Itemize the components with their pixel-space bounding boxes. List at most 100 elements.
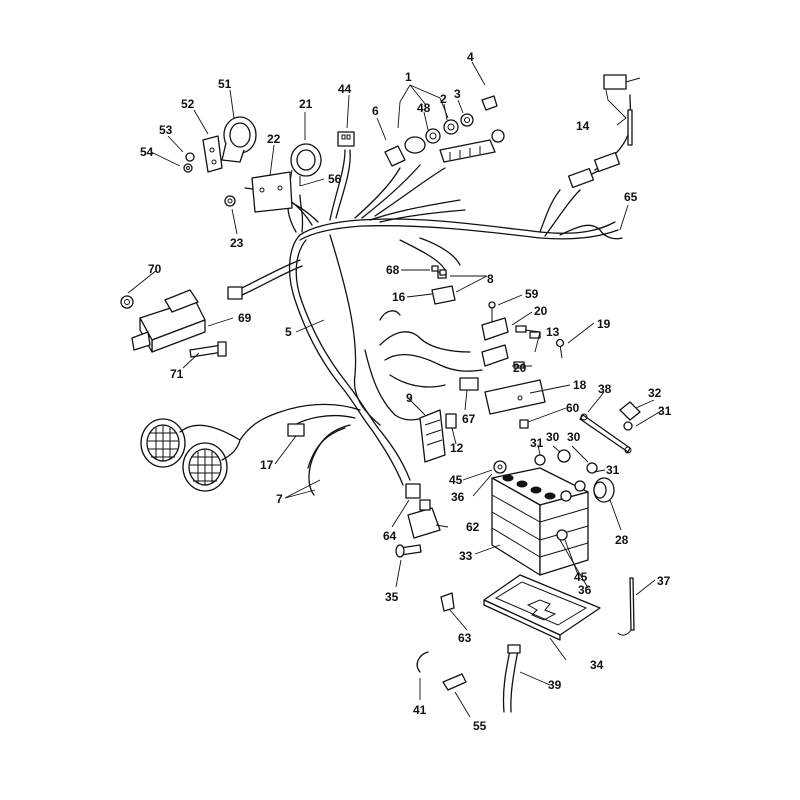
callout-59: 59 bbox=[525, 287, 539, 301]
callout-4: 4 bbox=[467, 50, 474, 64]
hold-down-rod-part-37 bbox=[617, 577, 635, 636]
nut-part-60 bbox=[519, 419, 529, 429]
connector-plug-left bbox=[227, 286, 243, 300]
callout-67: 67 bbox=[462, 412, 476, 426]
callout-48: 48 bbox=[417, 101, 431, 115]
callout-20-upper: 20 bbox=[534, 304, 548, 318]
main-wiring-harness bbox=[237, 94, 632, 496]
callout-62: 62 bbox=[466, 520, 480, 534]
callout-71: 71 bbox=[170, 367, 184, 381]
callout-numbers: 1 2 3 4 5 6 7 8 9 12 13 14 16 17 18 19 2… bbox=[140, 50, 672, 733]
ammeter-gauge-part-21 bbox=[289, 143, 322, 186]
connector-part-64 bbox=[405, 483, 421, 499]
callout-65: 65 bbox=[624, 190, 638, 204]
callout-32: 32 bbox=[648, 386, 662, 400]
switch-part-20-lower bbox=[481, 344, 509, 367]
terminal-nut-part-70 bbox=[120, 295, 134, 309]
screw-part-59 bbox=[488, 301, 496, 322]
gauge-bracket-part-22 bbox=[251, 171, 293, 213]
wing-nut-part-32 bbox=[619, 401, 641, 431]
callout-3: 3 bbox=[454, 87, 461, 101]
callout-45-left: 45 bbox=[449, 473, 463, 487]
callout-28: 28 bbox=[615, 533, 629, 547]
headlight-right bbox=[182, 442, 228, 492]
callout-21: 21 bbox=[299, 97, 313, 111]
callout-63: 63 bbox=[458, 631, 472, 645]
clamp-part-41 bbox=[416, 651, 429, 673]
harness-connectors-right bbox=[567, 74, 641, 189]
callout-8: 8 bbox=[487, 272, 494, 286]
callout-36-left: 36 bbox=[451, 490, 465, 504]
connector-part-44 bbox=[337, 131, 355, 147]
callout-68: 68 bbox=[386, 263, 400, 277]
connector-part-67 bbox=[459, 377, 479, 391]
clip-part-55 bbox=[442, 673, 467, 691]
screw-part-19 bbox=[555, 338, 565, 359]
ignition-switch-assembly bbox=[384, 95, 505, 167]
switch-part-8 bbox=[431, 271, 456, 305]
headlight-left bbox=[140, 418, 186, 468]
callout-54: 54 bbox=[140, 145, 154, 159]
washer-part-53 bbox=[185, 152, 195, 162]
callout-30-left: 30 bbox=[546, 430, 560, 444]
screw-part-23 bbox=[224, 195, 236, 207]
callout-6: 6 bbox=[372, 104, 379, 118]
callout-56: 56 bbox=[328, 172, 342, 186]
callout-17: 17 bbox=[260, 458, 274, 472]
callout-14: 14 bbox=[576, 119, 590, 133]
hour-meter-part-51 bbox=[221, 116, 257, 163]
callout-19: 19 bbox=[597, 317, 611, 331]
callout-23: 23 bbox=[230, 236, 244, 250]
callout-38: 38 bbox=[598, 382, 612, 396]
vent-tube-part-39 bbox=[502, 644, 521, 713]
switch-part-20-upper bbox=[481, 317, 509, 341]
callout-5: 5 bbox=[285, 325, 292, 339]
callout-52: 52 bbox=[181, 97, 195, 111]
callout-69: 69 bbox=[238, 311, 252, 325]
callout-2: 2 bbox=[440, 92, 447, 106]
callout-35: 35 bbox=[385, 590, 399, 604]
mounting-plate-part-18 bbox=[484, 379, 546, 415]
connector-part-17 bbox=[287, 423, 305, 437]
callout-31-right: 31 bbox=[606, 463, 620, 477]
connector-part-12 bbox=[445, 413, 457, 429]
callout-64: 64 bbox=[383, 529, 397, 543]
battery-part-33 bbox=[491, 467, 589, 576]
callout-30-right: 30 bbox=[567, 430, 581, 444]
callout-41: 41 bbox=[413, 703, 427, 717]
leader-lines bbox=[127, 61, 662, 718]
callout-34: 34 bbox=[590, 658, 604, 672]
solenoid-part-69 bbox=[131, 289, 206, 353]
callout-22: 22 bbox=[267, 132, 281, 146]
callout-9: 9 bbox=[406, 391, 413, 405]
clips-part-68 bbox=[431, 265, 447, 276]
clip-part-63 bbox=[440, 592, 455, 612]
battery-tray-part-34 bbox=[483, 574, 601, 641]
relay-part-62 bbox=[407, 499, 441, 539]
callout-44: 44 bbox=[338, 82, 352, 96]
terminal-cover-part-28 bbox=[593, 477, 615, 503]
callout-16: 16 bbox=[392, 290, 406, 304]
callout-31-far: 31 bbox=[658, 404, 672, 418]
bracket-part-52 bbox=[202, 135, 223, 173]
callout-13: 13 bbox=[546, 325, 560, 339]
regulator-part-9 bbox=[419, 409, 446, 463]
hold-down-bracket-part-38 bbox=[579, 413, 632, 454]
callout-70: 70 bbox=[148, 262, 162, 276]
callout-37: 37 bbox=[657, 574, 671, 588]
terminals-part-13 bbox=[513, 325, 541, 369]
callout-51: 51 bbox=[218, 77, 232, 91]
callout-55: 55 bbox=[473, 719, 487, 733]
callout-1: 1 bbox=[405, 70, 412, 84]
headlight-wires bbox=[179, 424, 241, 461]
bolt-part-71 bbox=[189, 341, 227, 358]
battery-terminals bbox=[493, 449, 598, 541]
callout-7: 7 bbox=[276, 492, 283, 506]
callout-39: 39 bbox=[548, 678, 562, 692]
callout-31-mid: 31 bbox=[530, 436, 544, 450]
callout-36-right: 36 bbox=[578, 583, 592, 597]
nut-part-54 bbox=[183, 163, 193, 173]
callout-12: 12 bbox=[450, 441, 464, 455]
